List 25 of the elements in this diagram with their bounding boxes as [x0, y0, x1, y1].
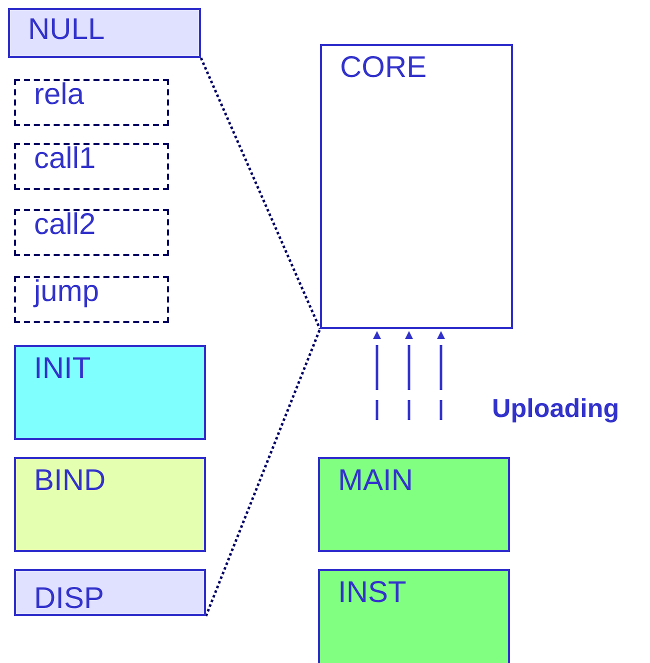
box-label: INIT [34, 351, 91, 387]
box-label: call1 [34, 141, 96, 177]
process-box [8, 8, 201, 58]
dotted-connector [204, 328, 322, 616]
box-label: jump [34, 274, 100, 310]
process-box [14, 345, 206, 440]
process-box [318, 457, 510, 552]
box-label: rela [34, 77, 84, 113]
box-label: call2 [34, 207, 96, 243]
box-label: INST [338, 575, 406, 611]
box-label: BIND [34, 463, 106, 499]
box-label: DISP [34, 581, 104, 617]
dashed-box [14, 143, 169, 190]
box-label: NULL [28, 12, 105, 48]
dashed-box [14, 209, 169, 256]
box-label: CORE [340, 50, 427, 86]
process-box [14, 569, 206, 616]
process-box [14, 457, 206, 552]
process-box [320, 44, 513, 329]
dashed-box [14, 276, 169, 323]
process-box [318, 569, 510, 663]
box-label: MAIN [338, 463, 413, 499]
annotation-label: Uploading [492, 393, 620, 424]
dashed-box [14, 79, 169, 126]
dotted-connector [200, 58, 322, 330]
